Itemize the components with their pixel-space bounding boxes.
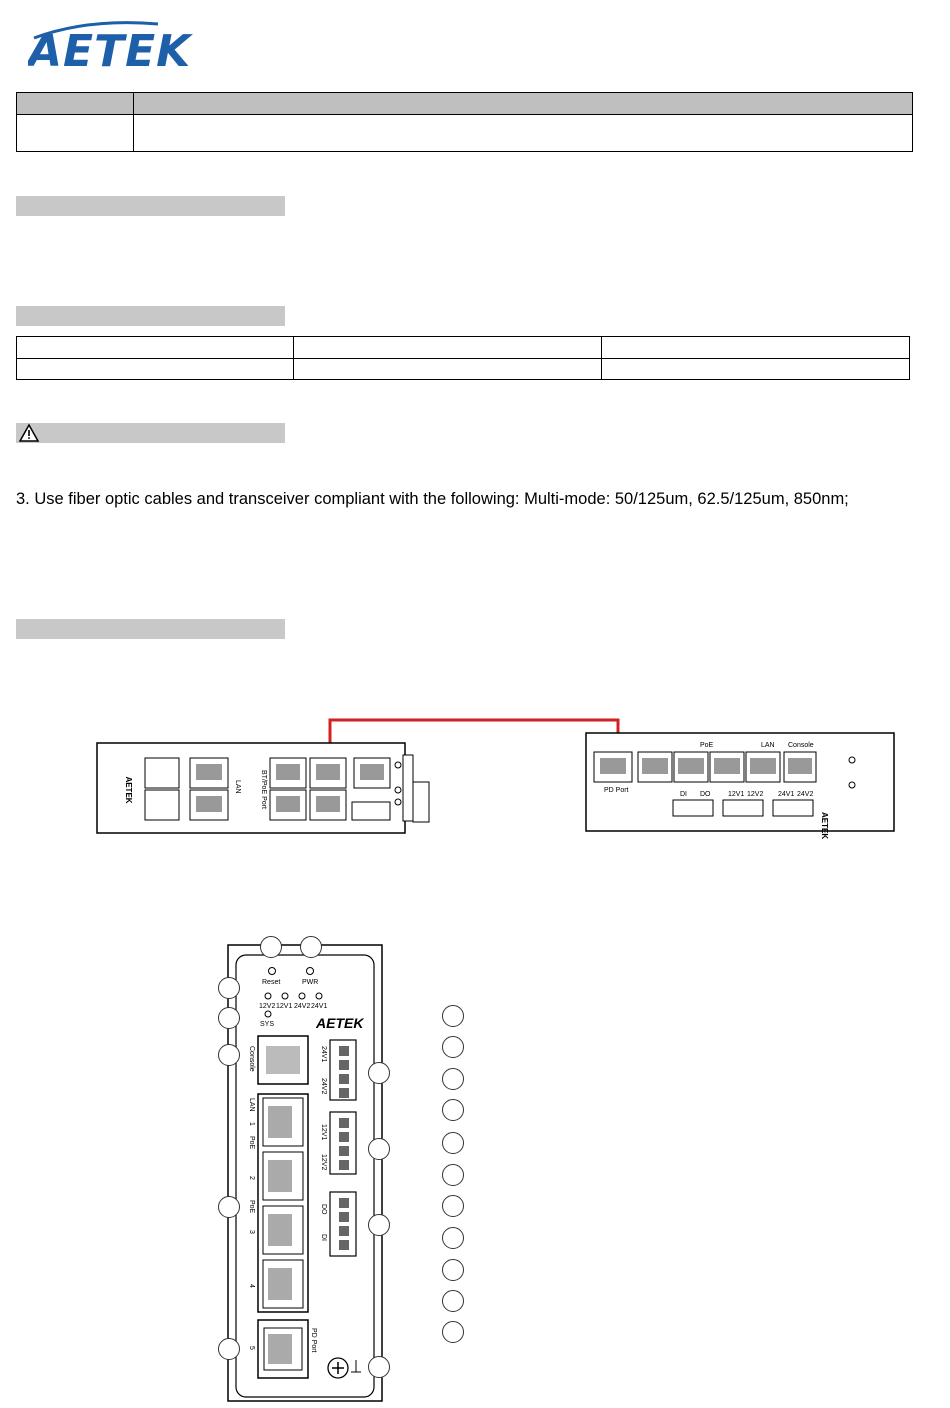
aetek-logo: AETEK [28,21,193,70]
callout-ground [368,1356,390,1378]
front-port-2: 2 [248,1176,255,1180]
legend-circle-11 [442,1321,464,1343]
front-poe-label-2: PoE [248,1200,255,1214]
legend-circle-2 [442,1036,464,1058]
callout-console [218,1044,240,1066]
front-panel: Reset PWR 12V2 12V1 24V2 24V1 SYS AETEK … [227,944,383,1402]
device-diagram: AETEK LAN BT/PoE Port [96,718,895,1402]
right-io-label-0: DI [680,791,687,798]
left-lan-label: LAN [234,780,241,794]
right-io-label-2: 12V1 [728,791,744,798]
fiber-note: 3. Use fiber optic cables and transceive… [16,490,849,508]
spec-table [16,336,910,380]
front-pd-label: PD Port [310,1328,317,1353]
front-poe-label-1: PoE [248,1136,255,1150]
front-terminal-2: 12V1 [320,1124,327,1140]
right-pd-label: PD Port [604,787,629,794]
front-terminal-1: 24V2 [320,1078,327,1094]
front-console-label: Console [248,1046,255,1072]
right-io-label-1: DO [700,791,711,798]
front-led-label-2: 24V2 [294,1003,310,1010]
switch-right: LAN PoE Console PD Port DI DO 12V1 12V2 … [585,732,895,839]
callout-24v-terminal [368,1062,390,1084]
legend-circle-6 [442,1164,464,1186]
section-bar-2 [16,306,285,326]
header-table [16,92,913,152]
right-io-label-4: 24V1 [778,791,794,798]
front-lan-label: LAN [248,1098,255,1112]
legend-circle-7 [442,1195,464,1217]
front-sys-label: SYS [260,1021,274,1028]
callout-dio-terminal [368,1214,390,1236]
legend-circle-1 [442,1005,464,1027]
front-port-1: 1 [248,1122,255,1126]
callout-12v-terminal [368,1138,390,1160]
header-table-head-row [17,93,912,115]
front-led-label-3: 24V1 [311,1003,327,1010]
front-terminal-3: 12V2 [320,1154,327,1170]
right-poe-label: PoE [700,742,714,749]
legend-circle-3 [442,1068,464,1090]
switch-left: AETEK LAN BT/PoE Port [96,742,430,834]
front-reset-label: Reset [262,979,280,986]
legend-circle-10 [442,1290,464,1312]
ground-symbol-icon [351,1360,361,1373]
section-bar-1 [16,196,285,216]
front-port-3: 3 [248,1230,255,1234]
callout-pd-port [218,1338,240,1360]
front-terminal-5: DI [320,1234,327,1241]
callout-sys-led [218,1007,240,1029]
front-port-4: 4 [248,1284,255,1288]
right-brand: AETEK [820,812,829,839]
front-port-5: 5 [248,1346,255,1350]
front-brand: AETEK [315,1015,364,1031]
callout-pwr [300,936,322,958]
left-poe-label: BT/PoE Port [260,770,267,809]
callout-lan-ports [218,1196,240,1218]
legend-circle-4 [442,1099,464,1121]
warning-bar [16,423,285,443]
right-lan-label: LAN [761,742,775,749]
front-led-label-0: 12V2 [259,1003,275,1010]
callout-reset [260,936,282,958]
front-led-label-1: 12V1 [276,1003,292,1010]
legend-circle-9 [442,1259,464,1281]
front-terminal-0: 24V1 [320,1046,327,1062]
left-brand: AETEK [124,776,133,803]
front-pwr-label: PWR [302,979,318,986]
warning-icon [18,423,40,442]
right-io-label-3: 12V2 [747,791,763,798]
legend-circle-8 [442,1227,464,1249]
right-console-label: Console [788,742,814,749]
logo-text: AETEK [28,26,193,70]
section-bar-4 [16,619,285,639]
legend-circle-5 [442,1132,464,1154]
callout-power-leds [218,977,240,999]
logo-swoosh [33,21,159,40]
front-terminal-4: DO [320,1204,327,1215]
right-io-label-5: 24V2 [797,791,813,798]
